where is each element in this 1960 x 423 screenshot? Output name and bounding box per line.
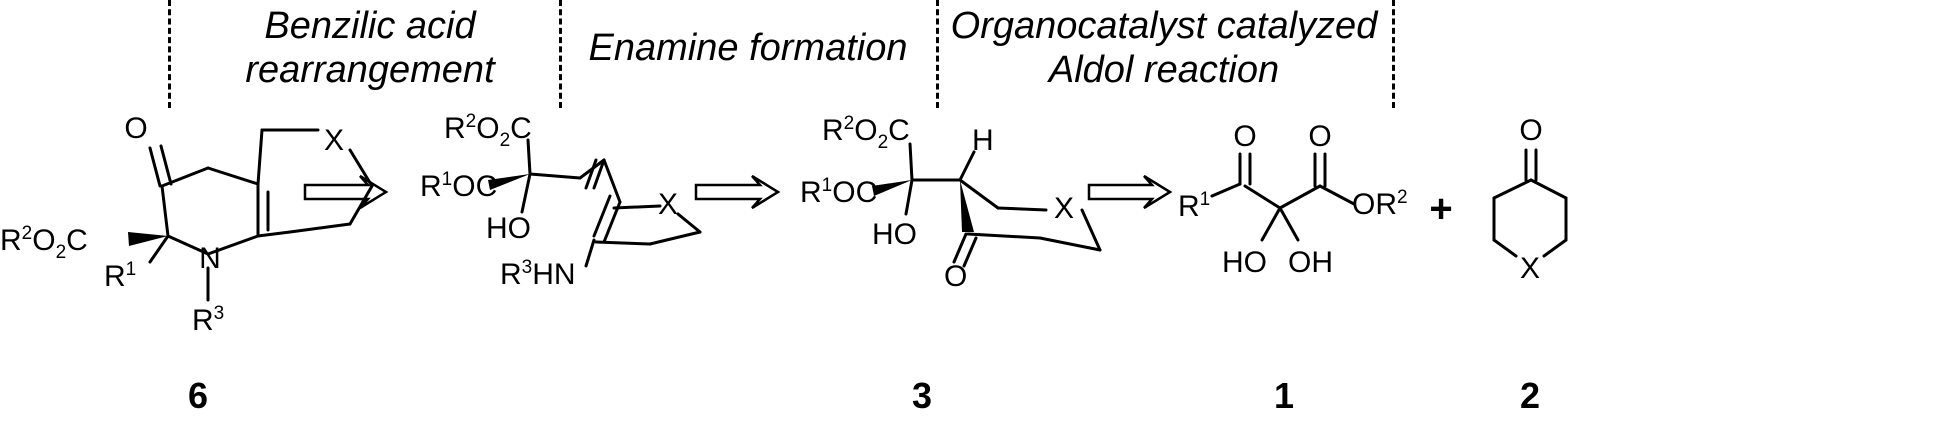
- atom-o-ketone-2: O: [1519, 114, 1542, 147]
- ester-group-3: R2O2C: [822, 113, 910, 153]
- ester-group-6: R2O2C: [0, 223, 88, 263]
- atom-x-ring-6: X: [324, 124, 344, 157]
- stage-divider-2: [559, 0, 562, 108]
- compound-label-3: 3: [912, 375, 932, 416]
- ester-oxygen-group-1: OR2: [1352, 187, 1408, 221]
- compound-3-structure: [872, 142, 1102, 268]
- acyl-group-enamine: R1OC: [420, 169, 497, 203]
- stage-divider-4: [1392, 0, 1395, 108]
- ester-group-enamine: R2O2C: [444, 111, 532, 151]
- compound-1-structure: [1210, 152, 1356, 242]
- compound-label-2: 2: [1520, 375, 1540, 416]
- atom-o-ester-1: O: [1308, 120, 1331, 153]
- atom-h-3: H: [972, 124, 994, 157]
- compound-2-structure: [1492, 148, 1568, 258]
- atom-x-ring-3: X: [1054, 192, 1074, 225]
- stage-label-enamine-formation: Enamine formation: [566, 26, 930, 70]
- atom-x-ring-enamine: X: [658, 188, 678, 221]
- plus-sign: +: [1429, 187, 1452, 231]
- retro-arrow-1: [303, 174, 389, 210]
- atom-x-ring-2: X: [1520, 252, 1540, 285]
- atom-o-carbonyl-3: O: [944, 260, 967, 293]
- hydroxyl-enamine: HO: [486, 212, 531, 245]
- stage-label-line-1: Organocatalyst catalyzed: [950, 5, 1378, 47]
- r1-substituent-6: R1: [104, 259, 136, 293]
- stage-label-line-2: rearrangement: [245, 49, 495, 91]
- r1-substituent-1: R1: [1178, 189, 1210, 223]
- stage-label-line-2: Aldol reaction: [1048, 49, 1280, 91]
- stage-label-organocatalyst-aldol: Organocatalyst catalyzed Aldol reaction: [944, 4, 1384, 92]
- stage-divider-3: [936, 0, 939, 108]
- acyl-group-3: R1OC: [800, 175, 877, 209]
- retro-arrow-3: [1087, 174, 1173, 210]
- stage-label-line-1: Enamine formation: [588, 27, 908, 69]
- stage-label-line-1: Benzilic acid: [264, 5, 476, 47]
- amine-group-enamine: R3HN: [500, 257, 576, 291]
- atom-o-carbonyl-6: O: [124, 112, 147, 145]
- atom-o-ketone-1: O: [1233, 120, 1256, 153]
- compound-label-6: 6: [188, 375, 208, 416]
- r3-substituent-6: R3: [192, 303, 224, 337]
- hydroxyl-3: HO: [872, 218, 917, 251]
- enamine-intermediate-structure: [488, 138, 702, 268]
- hydroxyl-a-1: HO: [1222, 246, 1267, 279]
- atom-n-6: N: [199, 242, 221, 275]
- stage-label-benzilic-acid-rearrangement: Benzilic acid rearrangement: [200, 4, 540, 92]
- retro-arrow-2: [694, 174, 781, 210]
- compound-label-1: 1: [1274, 375, 1294, 416]
- hydroxyl-b-1: OH: [1288, 246, 1333, 279]
- stage-divider-1: [168, 0, 171, 108]
